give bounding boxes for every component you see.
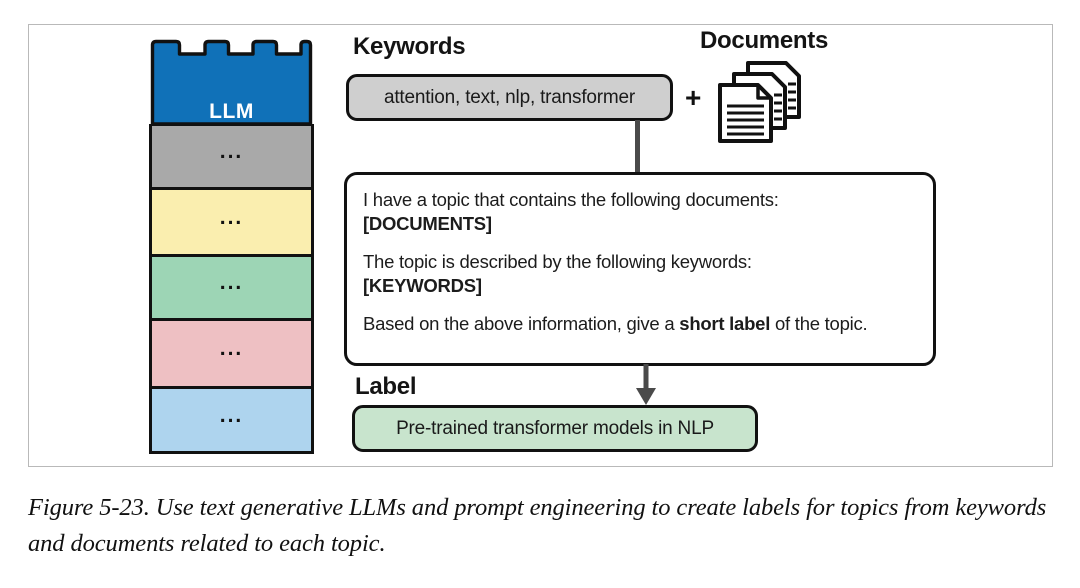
keywords-box[interactable]: attention, text, nlp, transformer	[346, 74, 673, 121]
prompt-placeholder-documents: [DOCUMENTS]	[363, 213, 492, 235]
stack-block-2-label: ...	[219, 205, 244, 229]
prompt-instruction-after: of the topic.	[770, 312, 868, 334]
connector-keywords-to-prompt	[635, 120, 640, 174]
llm-crenellated-block	[150, 39, 313, 126]
down-arrow-icon	[636, 364, 656, 405]
label-heading: Label	[355, 373, 417, 400]
prompt-placeholder-keywords: [KEYWORDS]	[363, 275, 482, 297]
prompt-instruction-before: Based on the above information, give a	[363, 312, 680, 334]
documents-stack-icon	[718, 61, 801, 143]
llm-block-stack: LLM ... ... ... ... ...	[149, 38, 314, 454]
prompt-paragraph-3: Based on the above information, give a s…	[363, 312, 917, 336]
prompt-instruction-emphasis: short label	[679, 312, 771, 334]
stack-block-1: ...	[149, 124, 314, 190]
stack-block-5: ...	[149, 387, 314, 454]
stack-block-3: ...	[149, 255, 314, 321]
prompt-line-instruction: Based on the above information, give a s…	[363, 312, 917, 336]
prompt-paragraph-2: The topic is described by the following …	[363, 250, 917, 299]
stack-block-5-label: ...	[219, 403, 244, 427]
prompt-box: I have a topic that contains the followi…	[344, 172, 936, 366]
prompt-line-keywords-intro: The topic is described by the following …	[363, 250, 752, 272]
prompt-line-documents-intro: I have a topic that contains the followi…	[363, 189, 779, 210]
prompt-paragraph-1: I have a topic that contains the followi…	[363, 188, 917, 237]
stack-block-4: ...	[149, 319, 314, 389]
figure-caption: Figure 5-23. Use text generative LLMs an…	[28, 494, 1047, 557]
keywords-value: attention, text, nlp, transformer	[383, 86, 636, 108]
stack-block-3-label: ...	[219, 271, 244, 294]
stack-block-2: ...	[149, 188, 314, 257]
stack-block-1-label: ...	[219, 140, 244, 163]
documents-heading: Documents	[700, 27, 828, 54]
label-result-box[interactable]: Pre-trained transformer models in NLP	[352, 405, 758, 452]
label-value: Pre-trained transformer models in NLP	[396, 417, 714, 439]
plus-sign: +	[685, 82, 702, 113]
stack-block-4-label: ...	[219, 337, 244, 360]
keywords-heading: Keywords	[353, 33, 466, 60]
